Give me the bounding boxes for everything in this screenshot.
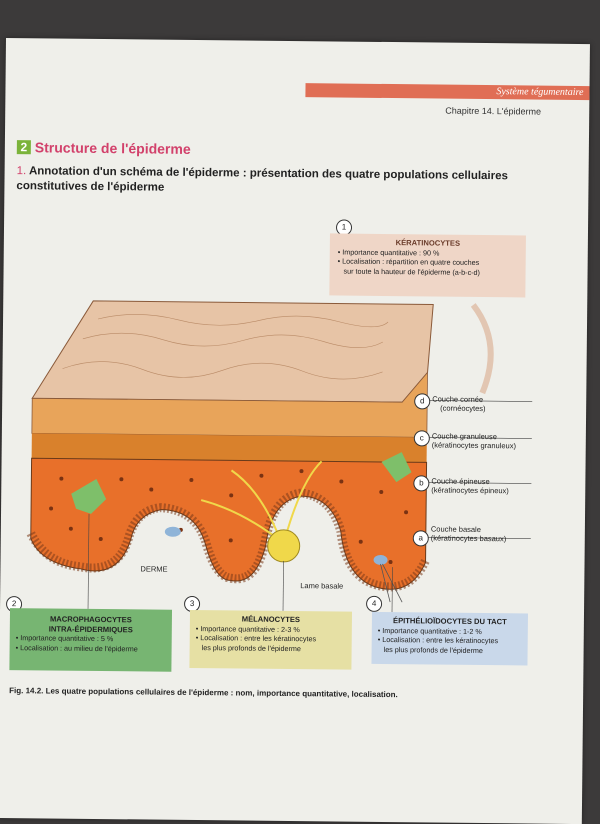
keratinocyte-arrow [472,305,491,393]
badge-c: c [414,430,430,446]
keratinocytes-box: KÉRATINOCYTES • Importance quantitative … [329,233,526,297]
book-page: Système tégumentaire Chapitre 14. L'épid… [0,38,590,824]
melanocytes-box: MÉLANOCYTES • Importance quantitative : … [189,610,352,670]
badge-d: d [414,393,430,409]
lame-basale-label: Lame basale [300,581,343,590]
skin-surface [32,300,433,402]
tact-cell [165,527,181,537]
epithelioidocytes-line3: les plus profonds de l'épiderme [378,644,522,655]
layer-c-line2: (kératinocytes granuleux) [432,440,516,450]
layer-label-a: Couche basale(kératinocytes basaux) [431,524,507,543]
layer-d-line2: (cornéocytes) [432,403,486,413]
badge-4: 4 [366,596,382,612]
layer-label-c: Couche granuleuse(kératinocytes granuleu… [432,431,516,450]
figure-caption: Fig. 14.2. Les quatre populations cellul… [9,686,398,699]
epidermis-illustration [0,38,590,684]
keratinocytes-line3: sur toute la hauteur de l'épiderme (a-b-… [338,266,518,277]
epithelioidocytes-box: ÉPITHÉLIOÏDOCYTES DU TACT • Importance q… [371,612,528,666]
macrophagocytes-box: MACROPHAGOCYTES INTRA-ÉPIDERMIQUES • Imp… [9,608,172,672]
layer-label-b: Couche épineuse(kératinocytes épineux) [431,476,509,495]
layer-label-d: Couche cornée(cornéocytes) [432,394,486,413]
badge-a: a [413,530,429,546]
layer-granuleuse [32,433,427,462]
layer-a-line2: (kératinocytes basaux) [431,533,507,543]
badge-b: b [413,475,429,491]
layer-b-line2: (kératinocytes épineux) [431,485,509,495]
macrophagocytes-line2: • Localisation : au milieu de l'épiderme [16,643,166,654]
melanocytes-line3: les plus profonds de l'épiderme [196,643,346,654]
derme-label: DERME [140,564,167,573]
melanocyte-cell [268,530,300,562]
layer-leader-lines [417,400,532,538]
